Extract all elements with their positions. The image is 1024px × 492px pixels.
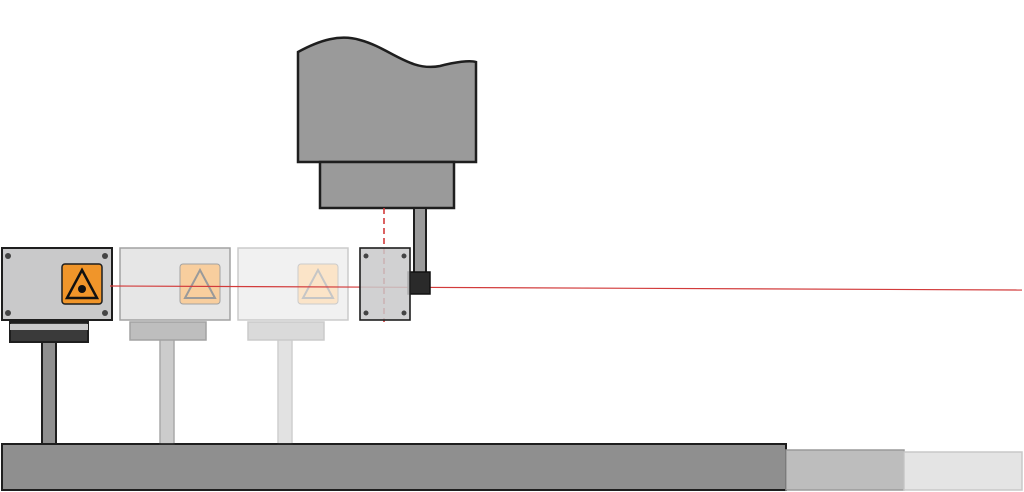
screw-icon <box>363 310 369 316</box>
plate-post <box>41 337 57 445</box>
plate-mount-stripe <box>10 324 88 330</box>
screw-icon <box>5 253 11 259</box>
base-rail-segment-faded-2 <box>903 451 1023 491</box>
screw-icon <box>5 310 11 316</box>
warning-plate-active <box>1 247 113 445</box>
screw-icon <box>401 253 407 259</box>
warning-plate-ghost-1 <box>119 247 231 445</box>
plate-body <box>119 247 231 321</box>
warning-plate-ghost-2 <box>237 247 349 445</box>
laser-warning-icon <box>61 263 103 305</box>
machine-head-base <box>318 160 456 210</box>
plate-mount <box>247 321 325 341</box>
base-rail-segment-main <box>1 443 787 491</box>
laser-warning-icon <box>179 263 221 305</box>
plate-post <box>277 337 293 445</box>
machine-head-body <box>296 36 478 164</box>
laser-sensor <box>407 271 431 295</box>
laser-burst-icon <box>78 285 86 293</box>
laser-scanner <box>359 247 411 321</box>
base-rail <box>1 443 1023 491</box>
plate-post <box>159 337 175 445</box>
warning-triangle-icon <box>64 267 100 300</box>
screw-icon <box>102 310 108 316</box>
machine-head <box>296 36 478 322</box>
laser-warning-icon <box>297 263 339 305</box>
screw-icon <box>102 253 108 259</box>
base-rail-segment-faded-1 <box>785 449 905 491</box>
plate-body <box>237 247 349 321</box>
plate-mount <box>129 321 207 341</box>
probe-arm <box>413 207 427 275</box>
screw-icon <box>363 253 369 259</box>
screw-icon <box>401 310 407 316</box>
plate-body <box>1 247 113 321</box>
laser-beam <box>109 285 1023 291</box>
scanner-body <box>359 247 411 321</box>
